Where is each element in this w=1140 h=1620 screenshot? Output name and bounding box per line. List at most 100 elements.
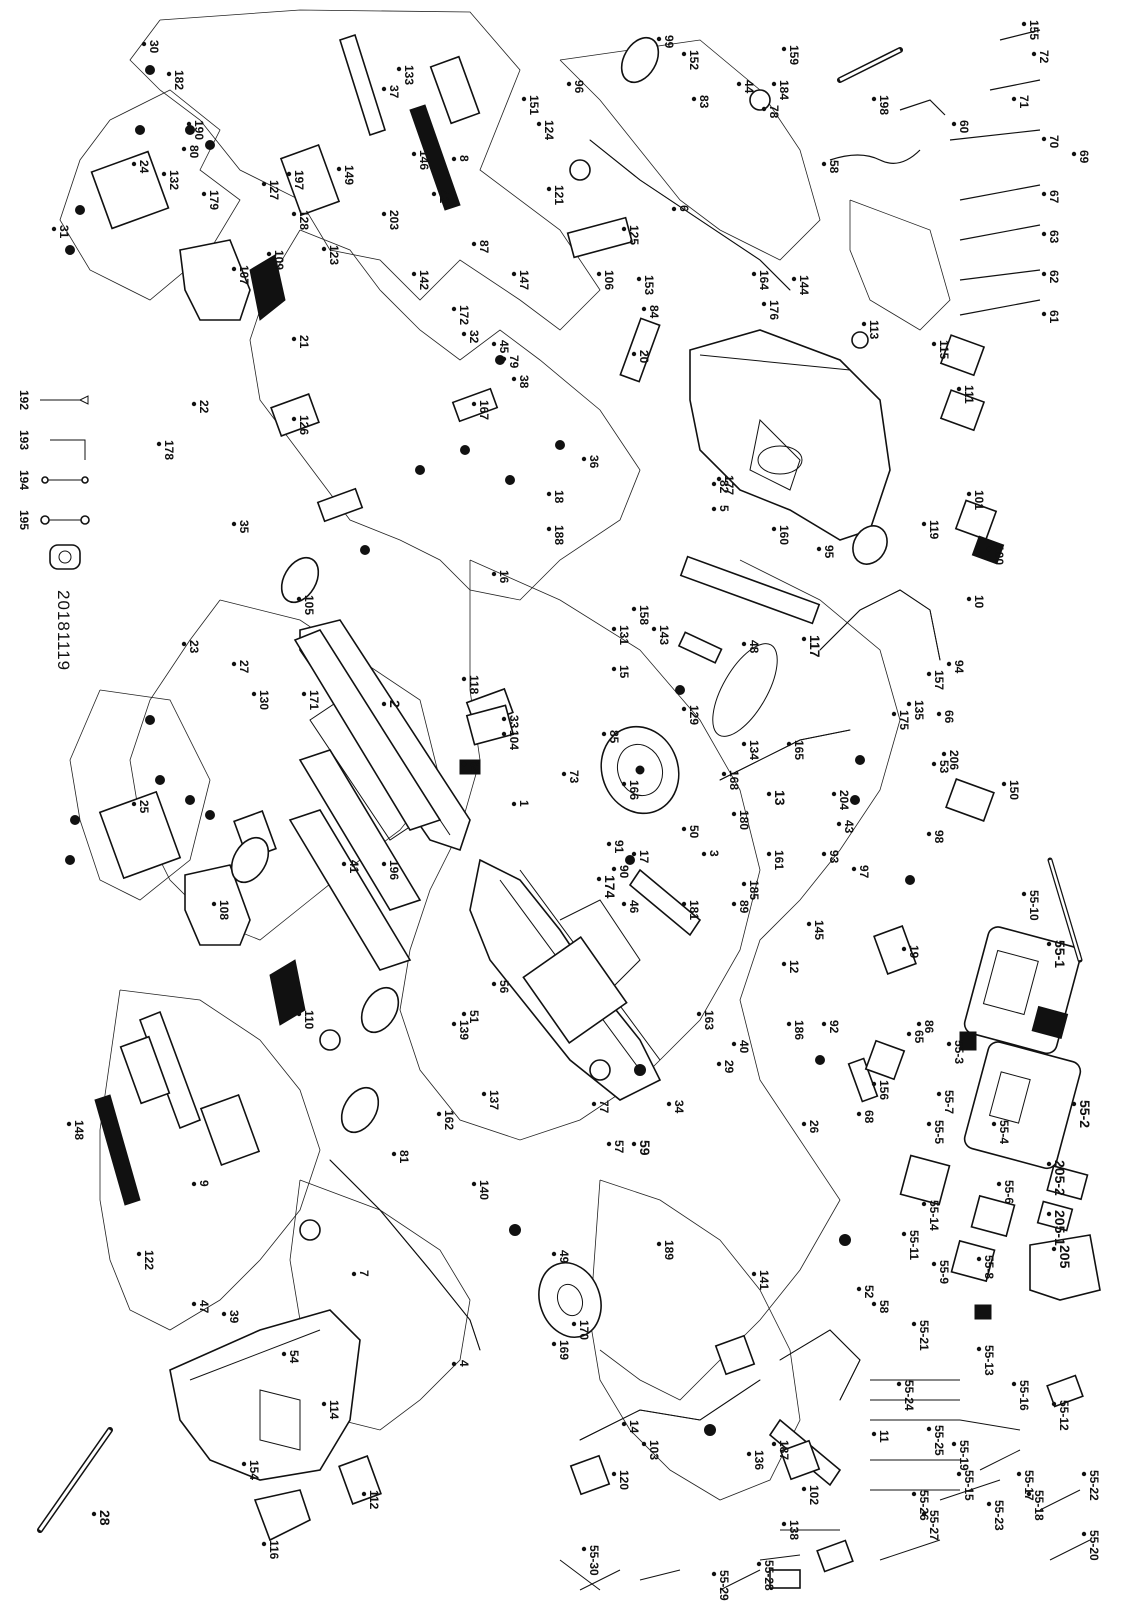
leader-dot: [571, 1321, 577, 1327]
part-number-47: 47: [197, 1300, 211, 1314]
part-number-29: 29: [722, 1060, 736, 1074]
part-number-171: 171: [307, 690, 321, 710]
hardware-bolts: [65, 65, 915, 1436]
leader-dot: [771, 526, 777, 532]
leader-dot: [536, 121, 542, 127]
part-number-55-29: 55-29: [717, 1570, 731, 1601]
part-number-182: 182: [172, 70, 186, 90]
leader-dot: [766, 851, 772, 857]
part-number-7: 7: [357, 1270, 371, 1277]
part-number-85: 85: [607, 730, 621, 744]
leader-dot: [921, 521, 927, 527]
part-number-116: 116: [267, 1540, 281, 1560]
part-number-72: 72: [1037, 50, 1051, 64]
part-number-104: 104: [507, 730, 521, 750]
part-number-73: 73: [567, 770, 581, 784]
leader-dot: [266, 251, 272, 257]
part-number-89: 89: [737, 900, 751, 914]
leader-dot: [191, 1301, 197, 1307]
part-number-38: 38: [517, 375, 531, 389]
part-number-55-7: 55-7: [942, 1090, 956, 1114]
leader-dot: [656, 36, 662, 42]
leader-dot: [511, 376, 517, 382]
leader-dot: [711, 481, 717, 487]
part-number-205-1: 205-1: [1052, 1210, 1068, 1246]
leader-dot: [871, 1301, 877, 1307]
part-number-160: 160: [777, 525, 791, 545]
part-number-112: 112: [367, 1490, 381, 1510]
part-number-64: 64: [467, 760, 481, 774]
part-number-205: 205: [1057, 1245, 1073, 1269]
part-number-91: 91: [612, 840, 626, 854]
leader-dot: [1081, 1531, 1087, 1537]
part-number-111: 111: [962, 385, 976, 404]
hardware-rods: [37, 29, 1083, 1533]
leader-dot: [901, 946, 907, 952]
leader-dot: [871, 96, 877, 102]
leader-dot: [66, 1121, 72, 1127]
part-number-154: 154: [247, 1460, 261, 1480]
leader-dot: [461, 761, 467, 767]
leader-dot: [931, 341, 937, 347]
part-number-62: 62: [1047, 270, 1061, 284]
part-number-156: 156: [877, 1080, 891, 1100]
leader-dot: [976, 1346, 982, 1352]
leader-dot: [461, 331, 467, 337]
part-number-18: 18: [552, 490, 566, 504]
part-number-118: 118: [467, 675, 481, 695]
leader-dot: [296, 596, 302, 602]
leader-dot: [991, 1121, 997, 1127]
leader-dot: [551, 1251, 557, 1257]
part-number-78: 78: [767, 105, 781, 119]
part-number-55-9: 55-9: [937, 1260, 951, 1284]
leader-dot: [721, 771, 727, 777]
part-number-197: 197: [292, 170, 306, 190]
part-number-174: 174: [602, 875, 618, 899]
part-number-55-22: 55-22: [1087, 1470, 1101, 1501]
leader-dot: [696, 1011, 702, 1017]
part-number-55-18: 55-18: [1032, 1490, 1046, 1521]
leader-dot: [546, 491, 552, 497]
leader-dot: [181, 146, 187, 152]
leader-dot: [261, 181, 267, 187]
leader-dot: [1051, 1401, 1057, 1407]
leader-dot: [651, 626, 657, 632]
part-number-50: 50: [687, 825, 701, 839]
leader-dot: [921, 1511, 927, 1517]
leader-dot: [771, 81, 777, 87]
leader-dot: [381, 86, 387, 92]
part-number-124: 124: [542, 120, 556, 140]
leader-dot: [1071, 1101, 1077, 1107]
tool-label-192: 192: [17, 390, 31, 410]
part-number-117: 117: [807, 635, 823, 658]
part-number-56: 56: [497, 980, 511, 994]
part-number-20: 20: [637, 350, 651, 364]
part-number-10: 10: [972, 595, 986, 609]
leader-dot: [1011, 96, 1017, 102]
part-number-103: 103: [647, 1440, 661, 1460]
part-number-84: 84: [647, 305, 661, 319]
flywheel-disc: [600, 725, 680, 815]
part-number-152: 152: [687, 50, 701, 70]
part-number-134: 134: [747, 740, 761, 760]
leader-dot: [911, 1321, 917, 1327]
leader-dot: [1016, 1471, 1022, 1477]
leader-dot: [926, 831, 932, 837]
part-number-86: 86: [922, 1020, 936, 1034]
tool-label-194: 194: [17, 470, 31, 490]
part-number-81: 81: [397, 1150, 411, 1164]
part-number-34: 34: [672, 1100, 686, 1114]
part-number-55-14: 55-14: [927, 1200, 941, 1231]
leader-dot: [716, 476, 722, 482]
part-number-55-13: 55-13: [982, 1345, 996, 1376]
part-number-55-1: 55-1: [1052, 940, 1068, 968]
part-number-205-2: 205-2: [1052, 1160, 1068, 1196]
part-number-46: 46: [627, 900, 641, 914]
leader-dot: [746, 1451, 752, 1457]
leader-dot: [931, 761, 937, 767]
leader-dot: [501, 356, 507, 362]
leader-dot: [221, 1311, 227, 1317]
leader-dot: [396, 66, 402, 72]
leader-dot: [251, 691, 257, 697]
tools-legend: [40, 395, 90, 570]
